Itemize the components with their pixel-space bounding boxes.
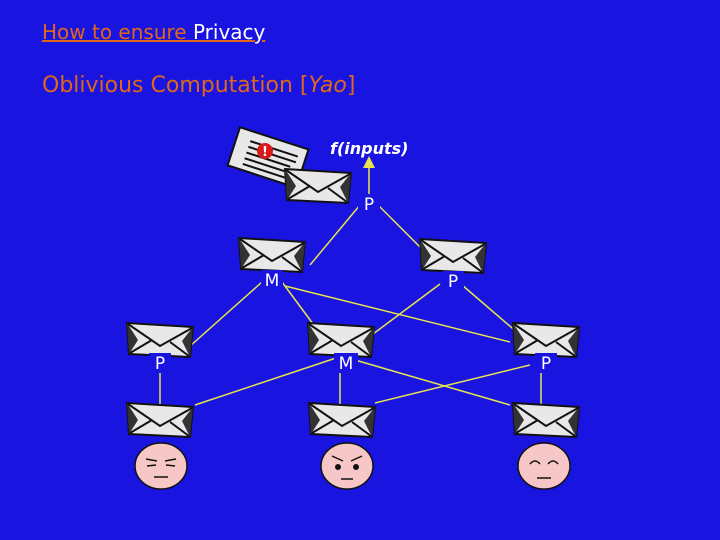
node-label: P [155,354,165,374]
edge-leaf2-p [374,364,531,404]
envelope-icon [512,322,580,358]
edge-root-m [309,204,361,266]
edge-m-p [179,281,263,356]
envelope-icon [512,402,580,438]
node-label: P [448,272,458,292]
envelope-icon [126,402,194,438]
node-label: M [339,354,354,374]
title-part1: How to ensure [42,20,193,44]
envelope-icon [419,238,487,274]
party-face-icon [320,442,374,490]
edge-m-leaf3 [354,359,511,406]
subtitle-end: ] [346,73,356,98]
node-level1-left: M [261,270,283,291]
envelope-icon [308,402,376,438]
node-level2-middle: M [334,353,358,374]
edge-p-m [364,283,441,341]
tree-edges [159,156,542,406]
title-highlight: Privacy [192,20,266,44]
envelope-icon [307,322,375,358]
envelope-icon [126,322,194,358]
subtitle-reference: Yao [308,73,347,98]
node-label: P [364,195,374,215]
slide-title: How to ensure Privacy [42,20,265,44]
result-label: f(inputs) [330,139,408,158]
edge-leaf1-m [194,357,337,406]
node-label: M [265,271,280,291]
envelope-icon [238,237,306,273]
edge-m-p2 [284,285,511,343]
party-face-icon [517,442,571,490]
alert-badge-icon: ! [257,143,273,160]
envelope-icon [284,168,352,204]
badge-text: ! [262,145,268,160]
party-face-icon [134,442,188,490]
subtitle-main: Oblivious Computation [ [42,73,309,98]
node-root: P [358,194,380,215]
node-level2-left: P [149,353,171,374]
node-label: P [541,354,551,374]
slide-subtitle: Oblivious Computation [Yao] [42,73,355,98]
node-level1-right: P [442,271,464,292]
node-level2-right: P [535,353,557,374]
